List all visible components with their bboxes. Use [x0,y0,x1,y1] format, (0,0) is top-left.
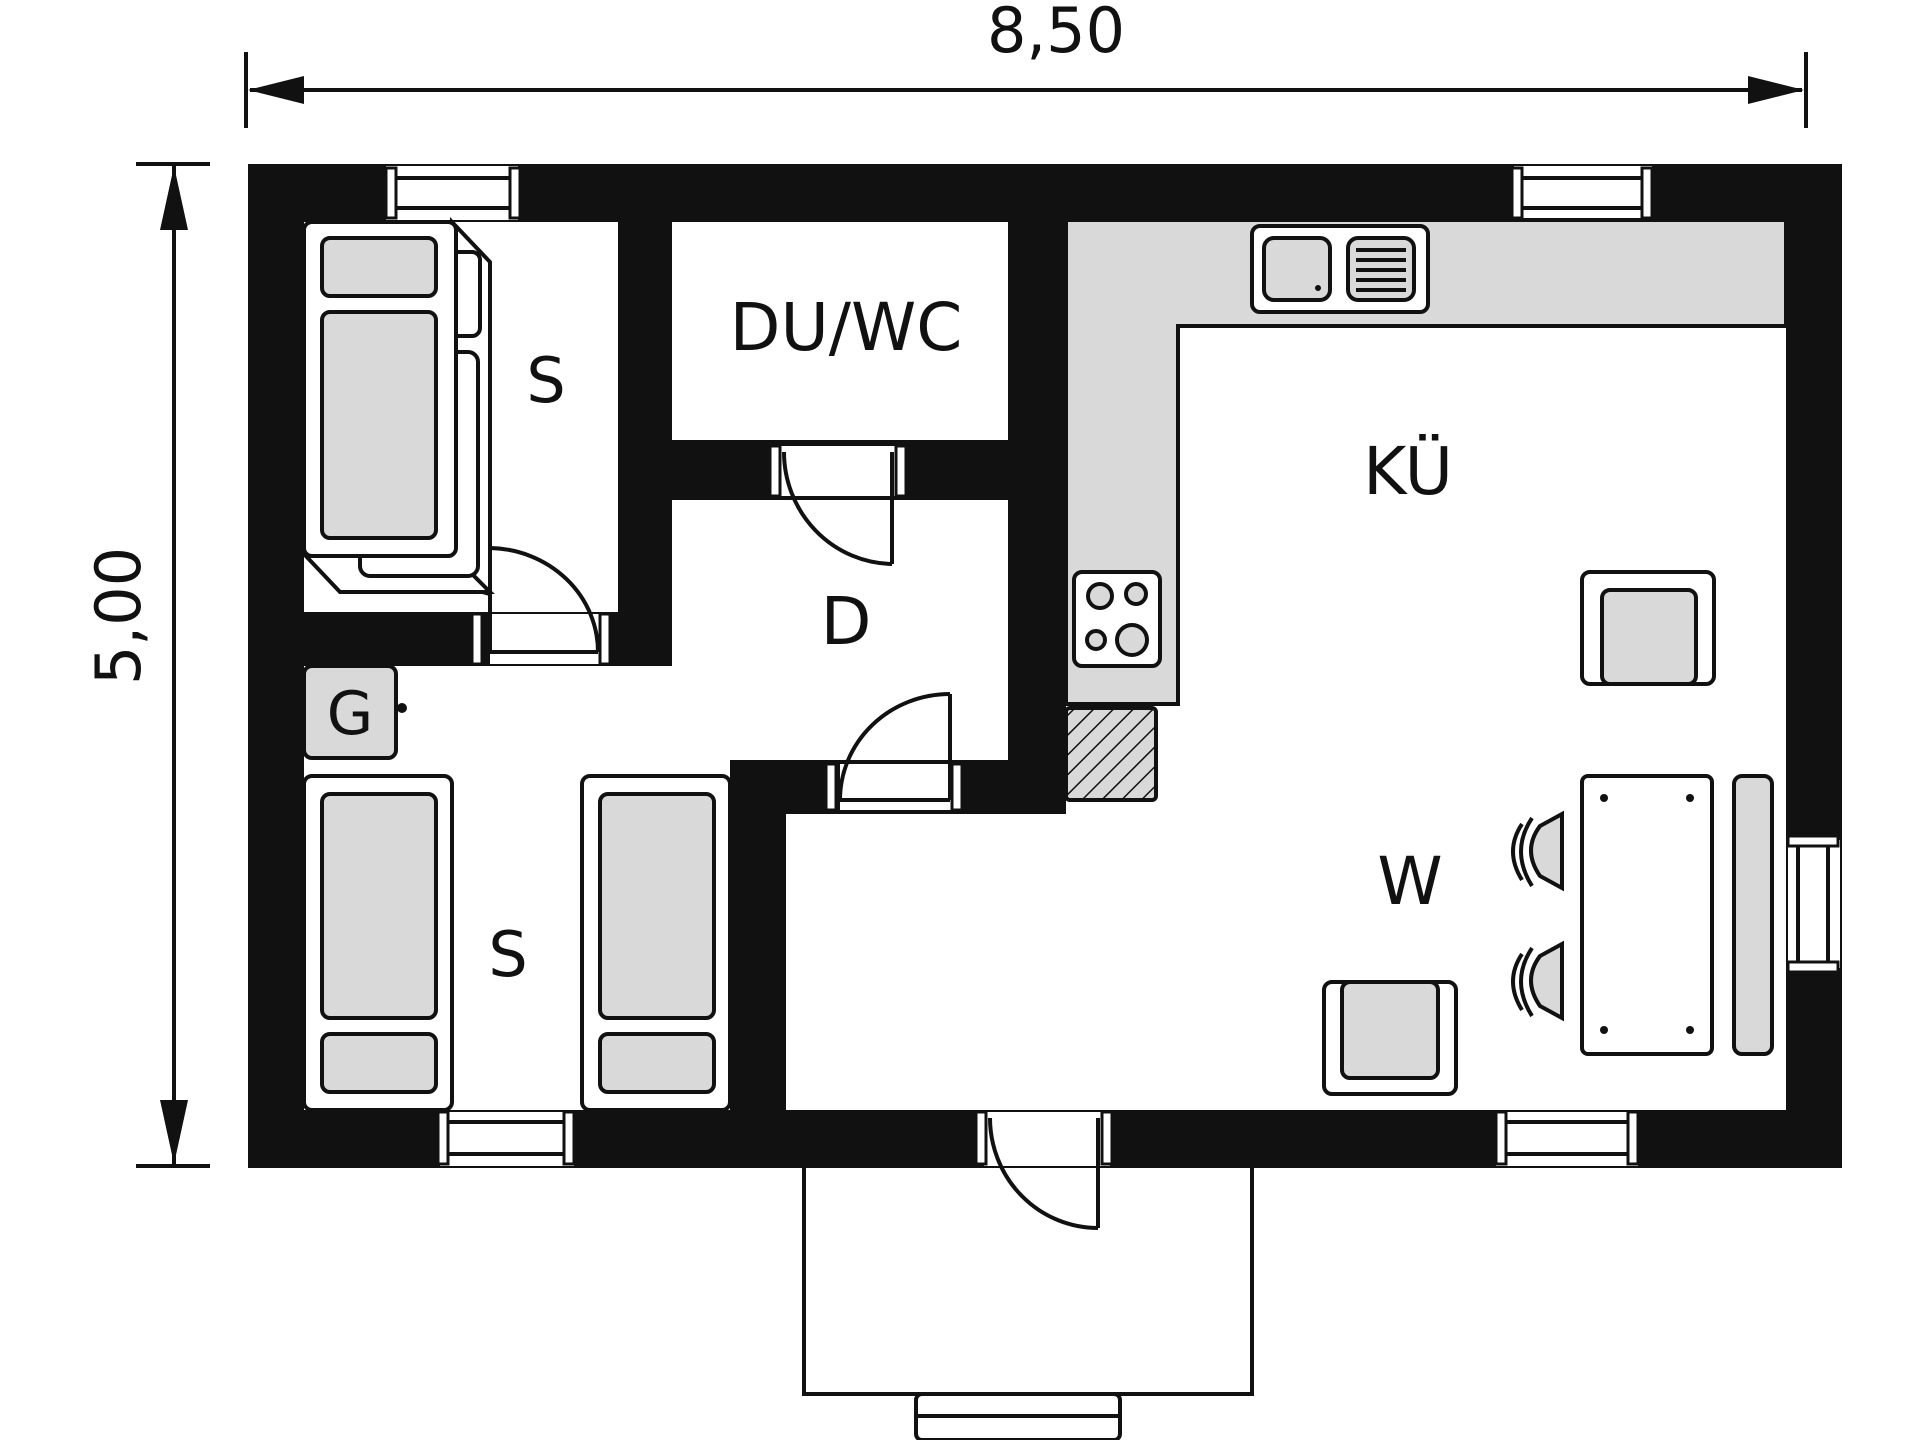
dimension-depth: 5,00 [82,162,210,1168]
bed-left [302,774,454,1112]
sink-icon [1250,224,1430,314]
chair-top [1511,810,1564,892]
armchair-bottom [1322,980,1458,1096]
room-label-living: W [1377,843,1442,920]
dining-table [1580,774,1714,1056]
door-bathroom[interactable] [768,444,908,566]
window-bottom-left [436,1110,576,1166]
room-label-hall: D [821,583,872,660]
window-top-left [384,166,522,220]
dimension-depth-label: 5,00 [82,547,155,685]
room-label-bedroom-bottom: S [488,918,527,991]
bunk-bed [299,216,495,597]
door-entrance[interactable] [974,1110,1114,1230]
window-bottom-right [1494,1110,1640,1166]
door-openings [490,446,1110,1166]
chair-bottom [1511,940,1564,1022]
dimension-width: 8,50 [244,0,1808,128]
bed-right [580,774,732,1112]
room-label-gas: G [327,679,374,749]
room-label-bedroom-top: S [526,344,565,417]
armchair-top [1580,570,1716,686]
dimension-width-label: 8,50 [987,0,1125,67]
room-label-kitchen: KÜ [1363,433,1453,510]
stove-icon [1072,570,1162,668]
entrance-step [914,1392,1122,1440]
bench [1732,774,1774,1056]
fireplace-block [1064,706,1158,802]
window-right [1786,834,1840,974]
interior-walls [304,220,1066,1112]
door-bedroom-top[interactable] [470,546,612,666]
gas-heater [302,664,407,760]
room-label-bathroom: DU/WC [730,289,963,366]
door-living[interactable] [824,692,964,812]
window-top-right [1510,166,1654,220]
